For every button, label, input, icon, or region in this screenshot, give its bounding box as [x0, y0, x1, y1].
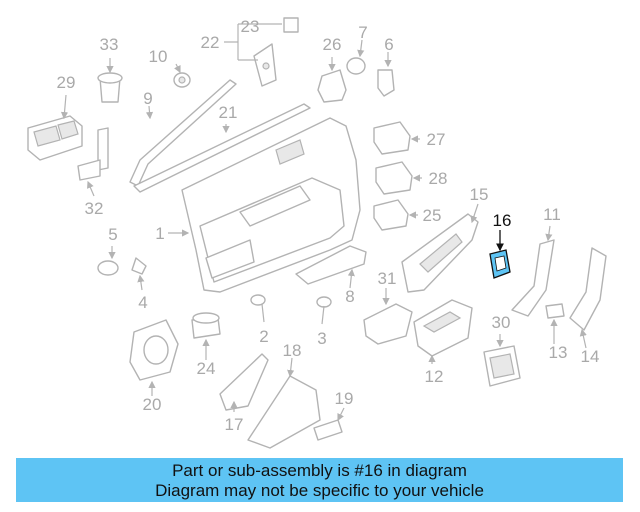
callout-24: 24	[197, 359, 216, 378]
part-6	[377, 69, 395, 97]
part-32	[77, 127, 109, 181]
part-23	[283, 17, 299, 33]
callout-9: 9	[143, 89, 152, 108]
callout-33: 33	[100, 35, 119, 54]
part-19	[313, 419, 343, 441]
banner-line-1: Part or sub-assembly is #16 in diagram	[172, 461, 467, 480]
part-25	[373, 199, 409, 231]
callout-25: 25	[423, 206, 442, 225]
callout-15: 15	[470, 185, 489, 204]
part-20	[129, 319, 179, 381]
callout-5: 5	[108, 225, 117, 244]
part-30	[483, 345, 521, 387]
part-27	[373, 121, 411, 155]
callout-20: 20	[143, 395, 162, 414]
part-33	[97, 72, 123, 103]
callout-16-highlighted: 16	[493, 211, 512, 230]
part-21	[133, 103, 311, 193]
part-11	[511, 239, 555, 317]
part-15	[401, 213, 479, 293]
callout-8: 8	[345, 287, 354, 306]
callout-30: 30	[492, 313, 511, 332]
callout-1: 1	[155, 224, 164, 243]
part-26	[317, 69, 347, 103]
leader-lines	[60, 23, 587, 422]
callout-31: 31	[378, 269, 397, 288]
callout-12: 12	[425, 367, 444, 386]
part-7	[346, 57, 366, 75]
callout-21: 21	[219, 103, 238, 122]
callout-27: 27	[427, 130, 446, 149]
part-16-highlighted	[489, 249, 511, 279]
part-12	[413, 299, 473, 357]
part-24	[191, 312, 221, 339]
callout-13: 13	[549, 343, 568, 362]
callout-26: 26	[323, 35, 342, 54]
part-13	[545, 303, 565, 319]
part-3	[316, 296, 332, 325]
part-2	[250, 294, 266, 323]
callout-17: 17	[225, 415, 244, 434]
callout-28: 28	[429, 169, 448, 188]
parts-diagram: 33 10 9 29 22 23 26 7 6 21 1 27 28 25 15…	[27, 17, 607, 449]
part-14	[569, 247, 607, 331]
callout-23: 23	[241, 17, 260, 36]
part-28	[375, 161, 413, 195]
callout-14: 14	[581, 347, 600, 366]
callout-6: 6	[384, 35, 393, 54]
callout-2: 2	[259, 327, 268, 346]
part-31	[363, 303, 413, 345]
callout-3: 3	[317, 329, 326, 348]
callout-29: 29	[57, 73, 76, 92]
part-17	[219, 353, 269, 411]
callout-18: 18	[283, 341, 302, 360]
callout-7: 7	[358, 23, 367, 42]
info-banner: Part or sub-assembly is #16 in diagram D…	[16, 458, 623, 502]
part-4	[131, 257, 147, 275]
part-29	[27, 115, 83, 161]
callout-4: 4	[138, 293, 147, 312]
callout-22: 22	[201, 33, 220, 52]
banner-line-2: Diagram may not be specific to your vehi…	[155, 481, 484, 500]
part-10	[173, 72, 191, 88]
callout-32: 32	[85, 199, 104, 218]
callout-11: 11	[543, 205, 561, 224]
callout-labels: 33 10 9 29 22 23 26 7 6 21 1 27 28 25 15…	[57, 17, 600, 434]
part-8	[295, 245, 367, 285]
part-18	[247, 375, 321, 449]
part-22	[253, 43, 277, 87]
callout-10: 10	[149, 47, 168, 66]
callout-19: 19	[335, 389, 354, 408]
part-5	[97, 260, 119, 276]
part-1	[181, 117, 361, 293]
